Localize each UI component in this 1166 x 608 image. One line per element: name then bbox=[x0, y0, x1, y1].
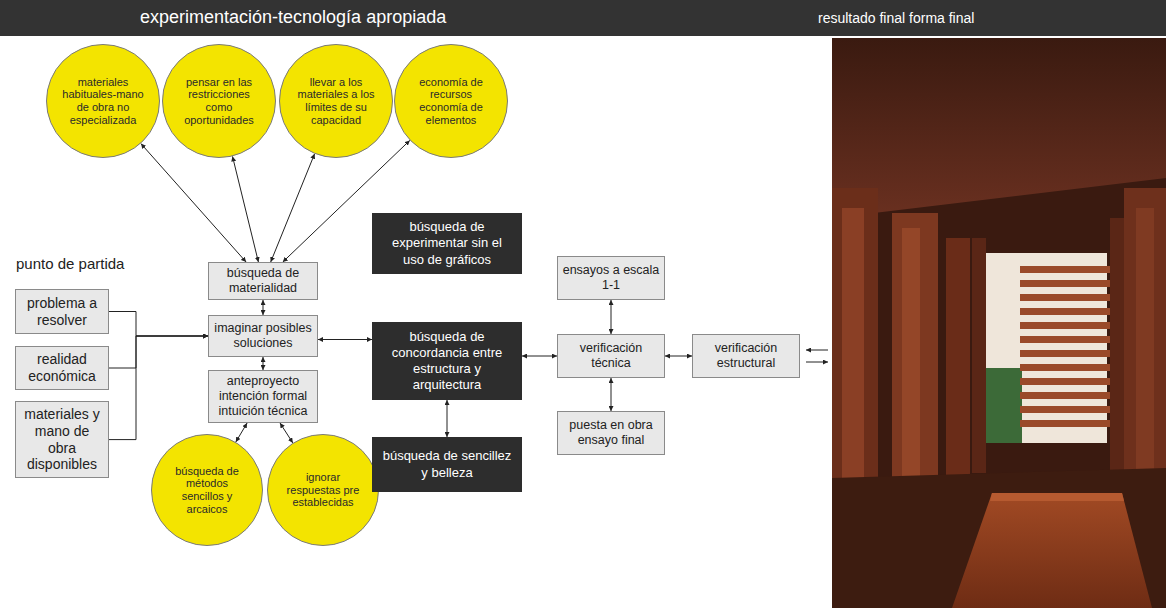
connector-arrow bbox=[665, 356, 692, 357]
node-text: pensar en las restricciones como oportun… bbox=[177, 76, 261, 127]
connector-arrow bbox=[109, 336, 208, 440]
group-label: punto de partida bbox=[16, 255, 124, 272]
goal-box: búsqueda de concordancia entre estructur… bbox=[372, 322, 522, 400]
node-text: economía de recursos economía de element… bbox=[409, 76, 493, 127]
process-box: verificación estructural bbox=[692, 334, 800, 378]
node-text: ignorar respuestas pre establecidas bbox=[281, 471, 365, 509]
node-text: búsqueda de experimentar sin el uso de g… bbox=[381, 219, 513, 268]
connector-arrow bbox=[236, 423, 247, 442]
connector-arrow bbox=[109, 312, 208, 337]
connector-arrow bbox=[263, 300, 264, 315]
node-text: realidad económica bbox=[20, 351, 104, 385]
process-box: búsqueda de materialidad bbox=[208, 262, 318, 300]
goal-box: búsqueda de experimentar sin el uso de g… bbox=[372, 213, 522, 274]
connector-arrow bbox=[141, 144, 246, 262]
output-arrow bbox=[806, 362, 828, 363]
start-box: problema a resolver bbox=[15, 289, 109, 334]
connector-arrow bbox=[263, 357, 264, 370]
connector-arrow bbox=[109, 336, 208, 368]
node-text: materiales y mano de obra disponibles bbox=[20, 406, 104, 473]
node-text: búsqueda de concordancia entre estructur… bbox=[381, 329, 513, 394]
connector-arrow bbox=[447, 400, 448, 437]
start-box: materiales y mano de obra disponibles bbox=[15, 401, 109, 478]
node-text: verificación técnica bbox=[562, 341, 660, 371]
idea-circle: economía de recursos economía de element… bbox=[394, 44, 508, 158]
process-box: anteproyecto intención formal intuición … bbox=[208, 370, 318, 423]
idea-circle: llevar a los materiales a los límites de… bbox=[279, 44, 393, 158]
node-text: búsqueda de métodos sencillos y arcaicos bbox=[165, 465, 249, 516]
process-box: puesta en obra ensayo final bbox=[557, 411, 665, 455]
node-text: llevar a los materiales a los límites de… bbox=[294, 76, 378, 127]
node-text: verificación estructural bbox=[697, 341, 795, 371]
connector-arrow bbox=[522, 356, 557, 357]
output-arrow bbox=[806, 350, 828, 351]
connector-arrow bbox=[280, 423, 293, 443]
connector-arrow bbox=[611, 300, 612, 334]
idea-circle: ignorar respuestas pre establecidas bbox=[267, 434, 379, 546]
node-text: búsqueda de materialidad bbox=[213, 266, 313, 296]
node-text: búsqueda de sencillez y belleza bbox=[381, 448, 513, 481]
connector-arrow bbox=[271, 154, 315, 262]
node-text: materiales habituales-mano de obra no es… bbox=[61, 76, 145, 127]
diagram-title: experimentación-tecnología apropiada bbox=[140, 7, 446, 28]
connector-arrow bbox=[233, 156, 259, 262]
process-box: verificación técnica bbox=[557, 334, 665, 378]
connector-arrow bbox=[611, 378, 612, 411]
node-text: ensayos a escala 1-1 bbox=[562, 263, 660, 293]
node-text: puesta en obra ensayo final bbox=[562, 418, 660, 448]
idea-circle: pensar en las restricciones como oportun… bbox=[162, 44, 276, 158]
goal-box: búsqueda de sencillez y belleza bbox=[372, 437, 522, 492]
node-text: problema a resolver bbox=[20, 295, 104, 329]
node-text: anteproyecto intención formal intuición … bbox=[213, 374, 313, 419]
result-photo bbox=[832, 38, 1166, 608]
idea-circle: materiales habituales-mano de obra no es… bbox=[46, 44, 160, 158]
node-text: imaginar posibles soluciones bbox=[213, 321, 313, 351]
connector-arrow bbox=[318, 339, 372, 340]
section-label: resultado final forma final bbox=[818, 10, 974, 26]
idea-circle: búsqueda de métodos sencillos y arcaicos bbox=[151, 434, 263, 546]
process-box: ensayos a escala 1-1 bbox=[557, 256, 665, 300]
start-box: realidad económica bbox=[15, 346, 109, 390]
process-box: imaginar posibles soluciones bbox=[208, 315, 318, 357]
